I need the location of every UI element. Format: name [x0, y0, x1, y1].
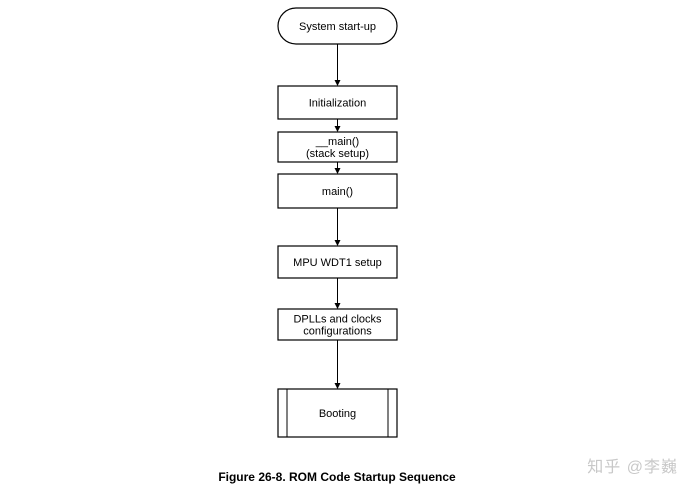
edge-dpll-to-boot [334, 340, 341, 389]
edge-wdt-to-dpll [334, 278, 341, 309]
node-main-stack: __main()(stack setup) [277, 131, 398, 163]
watermark: 知乎 @李巍 [587, 459, 678, 476]
node-label: System start-up [299, 21, 376, 33]
edge-main-to-wdt [334, 208, 341, 246]
terminal-shape [277, 7, 398, 45]
edge-start-to-init [334, 44, 341, 86]
node-boot: Booting [277, 388, 398, 438]
node-main: main() [277, 173, 398, 209]
node-label: Initialization [309, 98, 366, 110]
process-shape [277, 173, 398, 209]
process-shape [277, 245, 398, 279]
node-label: MPU WDT1 setup [293, 257, 382, 269]
edge-main_stack-to-main [334, 162, 341, 174]
process-shape [277, 85, 398, 120]
process-shape [277, 131, 398, 163]
process-shape [277, 388, 398, 438]
node-start: System start-up [277, 7, 398, 45]
process-shape [277, 308, 398, 341]
node-wdt: MPU WDT1 setup [277, 245, 398, 279]
node-label: Booting [319, 408, 356, 420]
node-init: Initialization [277, 85, 398, 120]
figure-caption: Figure 26-8. ROM Code Startup Sequence [218, 470, 456, 484]
node-label: __main()(stack setup) [306, 136, 369, 160]
edge-init-to-main_stack [334, 119, 341, 132]
node-label: main() [322, 186, 353, 198]
